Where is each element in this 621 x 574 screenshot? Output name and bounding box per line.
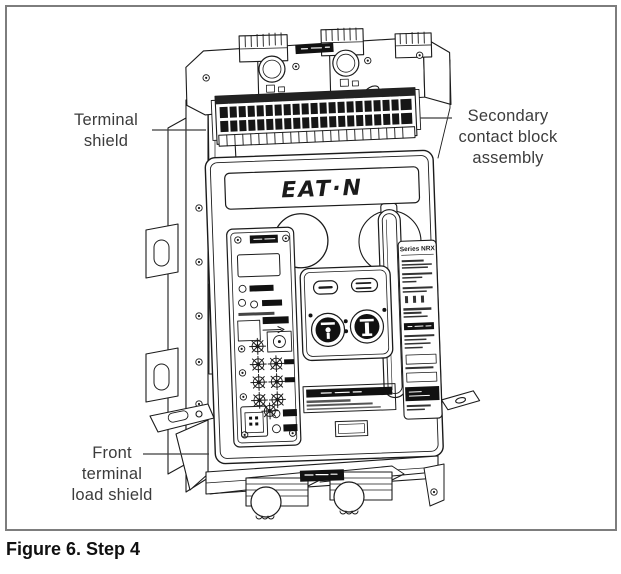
terminal-shield-label-line2: shield [83,132,129,150]
off-button [310,312,346,347]
top-mini-nameplate [295,42,334,55]
eaton-logo: EAT·N [281,176,364,204]
front-terminal-load-shield-label: Front terminal load shield [56,443,168,506]
base-rails [209,472,425,495]
series-nrx-label: Series NRX [400,245,436,253]
trip-unit-display [236,253,281,278]
breaker-face: EAT·N [204,149,481,465]
front-terminal-label-line3: load shield [71,486,153,504]
lower-bracket-right [423,463,445,507]
control-pad [299,265,394,362]
mounting-tab-lower [145,347,179,403]
warning-label [302,383,397,414]
brand-band: EAT·N [224,166,421,210]
front-terminal-label-line1: Front [92,444,132,462]
terminal-shield-label: Terminal shield [58,110,154,152]
secondary-contact-block [210,87,422,147]
mounting-tab-upper [145,223,179,279]
lower-mini-nameplate [299,469,345,482]
right-housing-edge [437,59,451,159]
secondary-contact-label-line1: Secondary [467,107,549,125]
series-ratings-label: Series NRX [397,239,443,420]
terminal-shield-label-line1: Terminal [74,111,138,129]
padlock-opening [334,420,369,438]
spring-indicator [350,277,379,293]
on-button [349,309,385,344]
front-terminal-label-line2: terminal [81,465,143,483]
annotation-leader-lines [143,117,452,455]
secondary-contact-block-label: Secondary contact block assembly [446,106,570,169]
secondary-contact-label-line3: assembly [472,149,544,167]
lower-cluster-left [245,471,321,520]
mounting-foot-right [441,390,481,411]
figure-caption: Figure 6. Step 4 [6,539,141,559]
fin-block-right [394,31,433,59]
charged-indicator [312,280,339,295]
trip-unit-panel [226,226,302,448]
fin-block-left [238,32,289,63]
trip-unit-connector [240,405,269,438]
secondary-contact-label-line2: contact block [458,128,558,146]
